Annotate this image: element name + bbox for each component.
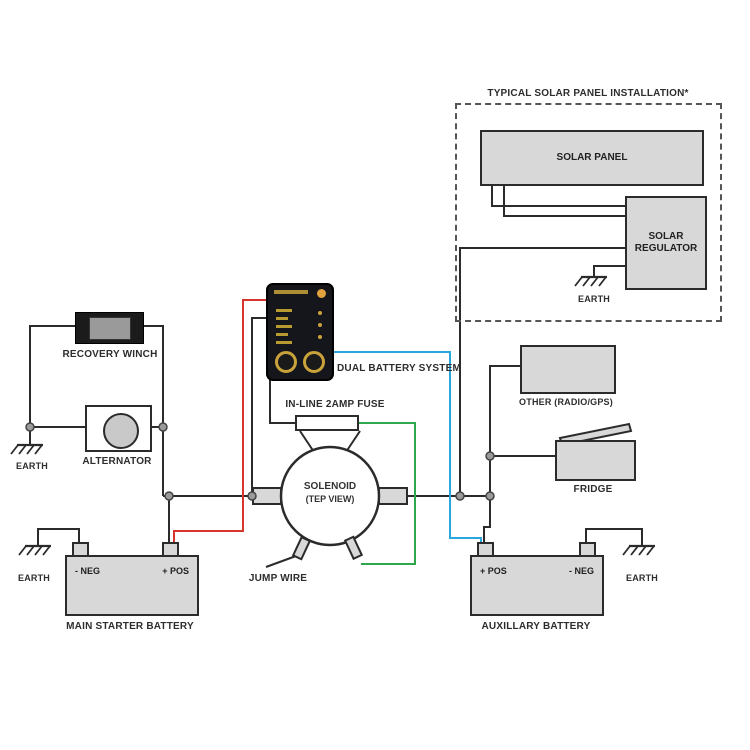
junction-dot xyxy=(485,451,495,461)
earth-icon-top-left xyxy=(9,443,45,456)
solenoid-bottom-left-tab xyxy=(291,535,312,561)
dual-battery-system-label: DUAL BATTERY SYSTEM xyxy=(337,363,461,374)
wire-panel-to-regulator-a xyxy=(491,182,625,207)
other-devices xyxy=(520,345,616,394)
wire-fuse-to-dbs xyxy=(269,378,298,424)
wire-solar-regulator-feed xyxy=(459,247,625,496)
solar-installation-section xyxy=(455,103,722,322)
solar-section-title: TYPICAL SOLAR PANEL INSTALLATION* xyxy=(487,88,689,99)
recovery-winch-label: RECOVERY WINCH xyxy=(62,349,158,360)
fridge xyxy=(555,440,636,481)
wire-winch-to-left-earth xyxy=(29,325,75,444)
solenoid-top-terminal-left xyxy=(299,430,315,453)
dbs-led-icon xyxy=(276,341,292,344)
solenoid-bottom-right-tab xyxy=(343,535,364,561)
main-battery-pos-label: + POS xyxy=(162,566,189,576)
dbs-led-icon xyxy=(276,317,288,320)
dbs-button-icon xyxy=(317,289,326,298)
inline-fuse-label: IN-LINE 2AMP FUSE xyxy=(285,399,385,410)
alternator-label: ALTERNATOR xyxy=(82,456,152,467)
earth-icon-right xyxy=(621,544,657,557)
wire-green-fuse-to-solenoid xyxy=(358,422,416,565)
earth-label-solar: EARTH xyxy=(578,294,610,304)
wire-blue-dbs-to-aux-pos xyxy=(332,351,482,545)
dbs-dial-icon xyxy=(275,351,297,373)
solenoid-right-tab xyxy=(378,487,408,505)
fridge-label: FRIDGE xyxy=(573,484,613,495)
earth-icon-bottom-left xyxy=(17,544,53,557)
other-devices-label: OTHER (RADIO/GPS) xyxy=(519,397,613,407)
junction-dot xyxy=(485,491,495,501)
dbs-dial-icon xyxy=(303,351,325,373)
earth-label-top-left: EARTH xyxy=(16,461,48,471)
main-starter-battery: - NEG + POS xyxy=(65,555,199,616)
aux-battery-neg-label: - NEG xyxy=(568,566,594,576)
solenoid-subtitle: (TEP VIEW) xyxy=(305,493,355,504)
solenoid-top-terminal-right xyxy=(345,430,361,453)
wire-aux-battery-pos-drop xyxy=(483,496,491,545)
dbs-display-icon xyxy=(274,290,308,294)
solenoid-title: SOLENOID xyxy=(303,481,357,492)
wire-regulator-to-earth xyxy=(593,265,625,277)
alternator xyxy=(85,405,152,452)
alternator-pulley-icon xyxy=(102,412,139,449)
inline-fuse-icon xyxy=(295,415,359,431)
main-battery-label: MAIN STARTER BATTERY xyxy=(66,621,194,632)
solar-panel-label: SOLAR PANEL xyxy=(556,151,628,163)
aux-battery-label: AUXILLARY BATTERY xyxy=(481,621,591,632)
wire-aux-battery-neg-to-earth xyxy=(585,528,643,546)
junction-dot xyxy=(247,491,257,501)
dbs-led-icon xyxy=(318,311,322,315)
junction-dot xyxy=(164,491,174,501)
solar-regulator-label: SOLAR REGULATOR xyxy=(634,230,698,255)
main-battery-neg-label: - NEG xyxy=(75,566,101,576)
wire-jump xyxy=(265,555,297,568)
dual-battery-system-device xyxy=(266,283,334,381)
solar-regulator: SOLAR REGULATOR xyxy=(625,196,707,290)
wire-distribution-riser xyxy=(489,365,520,496)
solenoid-left-tab xyxy=(252,487,282,505)
solar-panel: SOLAR PANEL xyxy=(480,130,704,186)
wire-red-dbs-to-main-pos xyxy=(173,299,266,545)
recovery-winch xyxy=(75,312,144,344)
dbs-led-icon xyxy=(276,325,292,328)
earth-label-right: EARTH xyxy=(626,573,658,583)
junction-dot xyxy=(455,491,465,501)
wire-main-battery-neg-to-earth xyxy=(37,528,80,546)
junction-dot xyxy=(158,422,168,432)
winch-drum-icon xyxy=(89,317,131,340)
wire-winch-to-bus xyxy=(142,325,164,496)
earth-label-bottom-left: EARTH xyxy=(18,573,50,583)
solenoid-label: SOLENOID (TEP VIEW) xyxy=(285,481,375,505)
wire-panel-to-regulator-b xyxy=(503,182,625,217)
jump-wire-label: JUMP WIRE xyxy=(248,573,308,584)
dbs-led-icon xyxy=(318,335,322,339)
aux-battery-pos-label: + POS xyxy=(480,566,507,576)
aux-battery: + POS - NEG xyxy=(470,555,604,616)
dbs-led-icon xyxy=(276,309,292,312)
dbs-led-icon xyxy=(276,333,288,336)
junction-dot xyxy=(25,422,35,432)
wire-dbs-to-solenoid xyxy=(251,317,266,496)
dbs-led-icon xyxy=(318,323,322,327)
solenoid-body xyxy=(279,445,381,547)
